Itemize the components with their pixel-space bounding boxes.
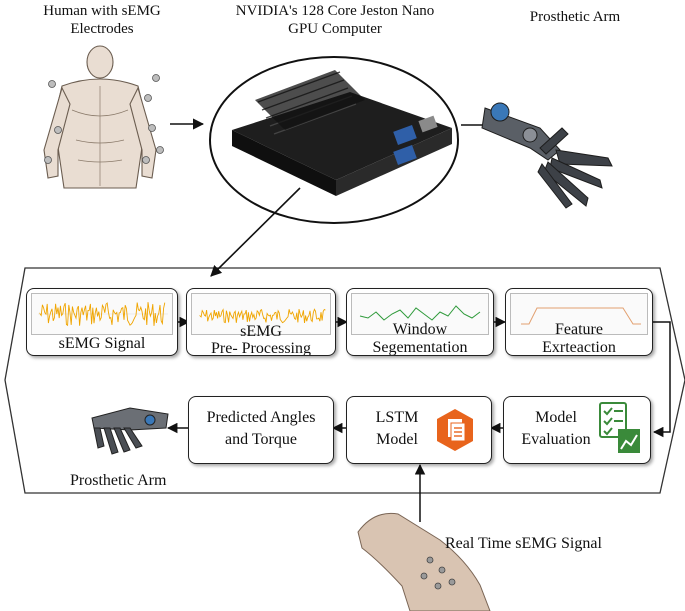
realtime-label: Real Time sEMG Signal (445, 535, 602, 552)
human-label-line1: Human with sEMG (43, 3, 161, 19)
arrow-jetson-to-pipeline (210, 187, 301, 277)
feature-plot (510, 293, 648, 335)
bottom-arm-label: Prosthetic Arm (70, 472, 167, 489)
stage-feature-extraction: Feature Exrteaction (505, 288, 653, 356)
lstm-line1: LSTM (375, 409, 419, 426)
document-stack-icon (437, 409, 473, 451)
pred-line1: Predicted Angles (206, 409, 316, 426)
stage-window-line1: Window (392, 321, 448, 338)
human-label-line2: Electrodes (70, 21, 134, 37)
stage-feature-line1: Feature (555, 321, 603, 338)
arrow-feature-to-eval (652, 321, 671, 438)
stage-window-line2: Segementation (372, 339, 468, 356)
arm-label-text: Prosthetic Arm (529, 9, 621, 25)
stage-preprocessing-line2: Pre- Processing (211, 340, 311, 356)
preprocessing-plot (191, 293, 331, 335)
window-line (359, 305, 481, 321)
semg-signal-waveform (38, 302, 168, 327)
stage-semg-signal-label: sEMG Signal (58, 335, 146, 352)
model-eval-line1: Model (535, 409, 577, 426)
lstm-line2: Model (376, 431, 418, 448)
pred-line2: and Torque (225, 431, 297, 448)
stage-preprocessing: sEMG Pre- Processing (186, 288, 336, 356)
pipeline-frame (4, 267, 685, 494)
stage-feature-line2: Exrteaction (542, 339, 616, 356)
lstm-model-box: LSTM Model (346, 396, 492, 464)
preprocessing-waveform (199, 308, 326, 324)
window-plot (351, 293, 489, 335)
feature-line (521, 307, 641, 325)
jetson-ellipse (209, 56, 459, 224)
jetson-label-line2: GPU Computer (288, 21, 382, 37)
model-eval-line2: Evaluation (521, 431, 591, 448)
jetson-label: NVIDIA's 128 Core Jeston Nano GPU Comput… (200, 2, 470, 38)
jetson-label-line1: NVIDIA's 128 Core Jeston Nano (235, 3, 435, 19)
model-evaluation-box: Model Evaluation (503, 396, 651, 464)
stage-preprocessing-line1: sEMG (240, 323, 282, 340)
checklist-chart-icon (599, 402, 640, 453)
semg-signal-plot (31, 293, 173, 335)
stage-semg-signal: sEMG Signal (26, 288, 178, 356)
arm-label: Prosthetic Arm (495, 8, 655, 26)
human-label: Human with sEMG Electrodes (22, 2, 182, 38)
stage-window-segmentation: Window Segementation (346, 288, 494, 356)
predicted-angles-box: Predicted Angles and Torque (188, 396, 334, 464)
